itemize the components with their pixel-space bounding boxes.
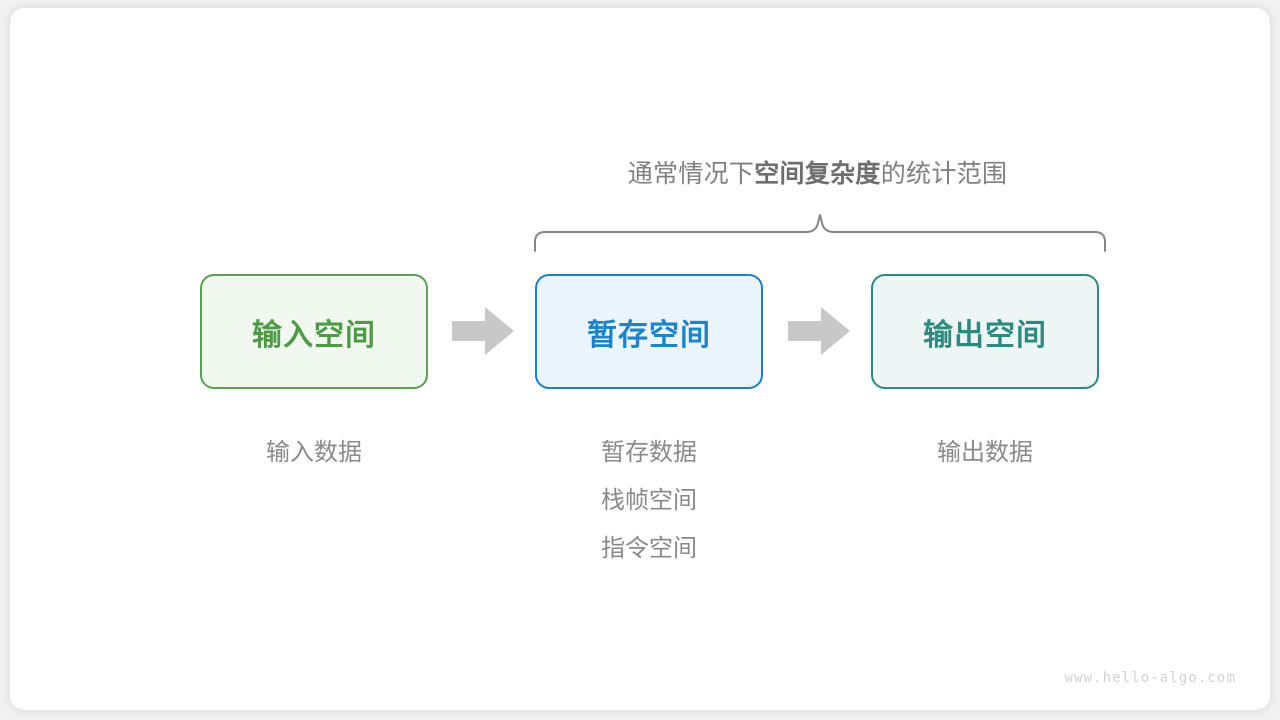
- box-input-space: 输入空间: [200, 274, 428, 389]
- box-temp-space: 暂存空间: [535, 274, 763, 389]
- box-temp-space-label: 暂存空间: [587, 318, 711, 352]
- box-output-space: 输出空间: [871, 274, 1099, 389]
- caption-suffix: 的统计范围: [880, 160, 1008, 188]
- arrow-right-icon-input-to-temp: [452, 307, 514, 355]
- label-item: 输入数据: [266, 439, 362, 466]
- label-item: 暂存数据: [601, 439, 697, 466]
- brace-caption: 通常情况下空间复杂度的统计范围: [535, 154, 1100, 190]
- box-output-space-label: 输出空间: [923, 318, 1047, 352]
- labels-input-group: 输入数据: [200, 429, 428, 477]
- arrow-right-icon-temp-to-output: [788, 307, 850, 355]
- box-input-space-label: 输入空间: [252, 318, 376, 352]
- watermark: www.hello-algo.com: [1064, 670, 1236, 686]
- label-item: 指令空间: [601, 535, 697, 562]
- labels-temp-group: 暂存数据 栈帧空间 指令空间: [535, 429, 763, 573]
- caption-prefix: 通常情况下: [627, 160, 755, 188]
- diagram-card: 通常情况下空间复杂度的统计范围 输入空间 暂存空间 输出空间 输入数据 暂存数据: [10, 8, 1270, 710]
- labels-output-group: 输出数据: [871, 429, 1099, 477]
- curly-brace-top-icon: [534, 214, 1106, 252]
- label-item: 栈帧空间: [601, 487, 697, 514]
- caption-emphasis: 空间复杂度: [754, 160, 881, 188]
- label-item: 输出数据: [937, 439, 1033, 466]
